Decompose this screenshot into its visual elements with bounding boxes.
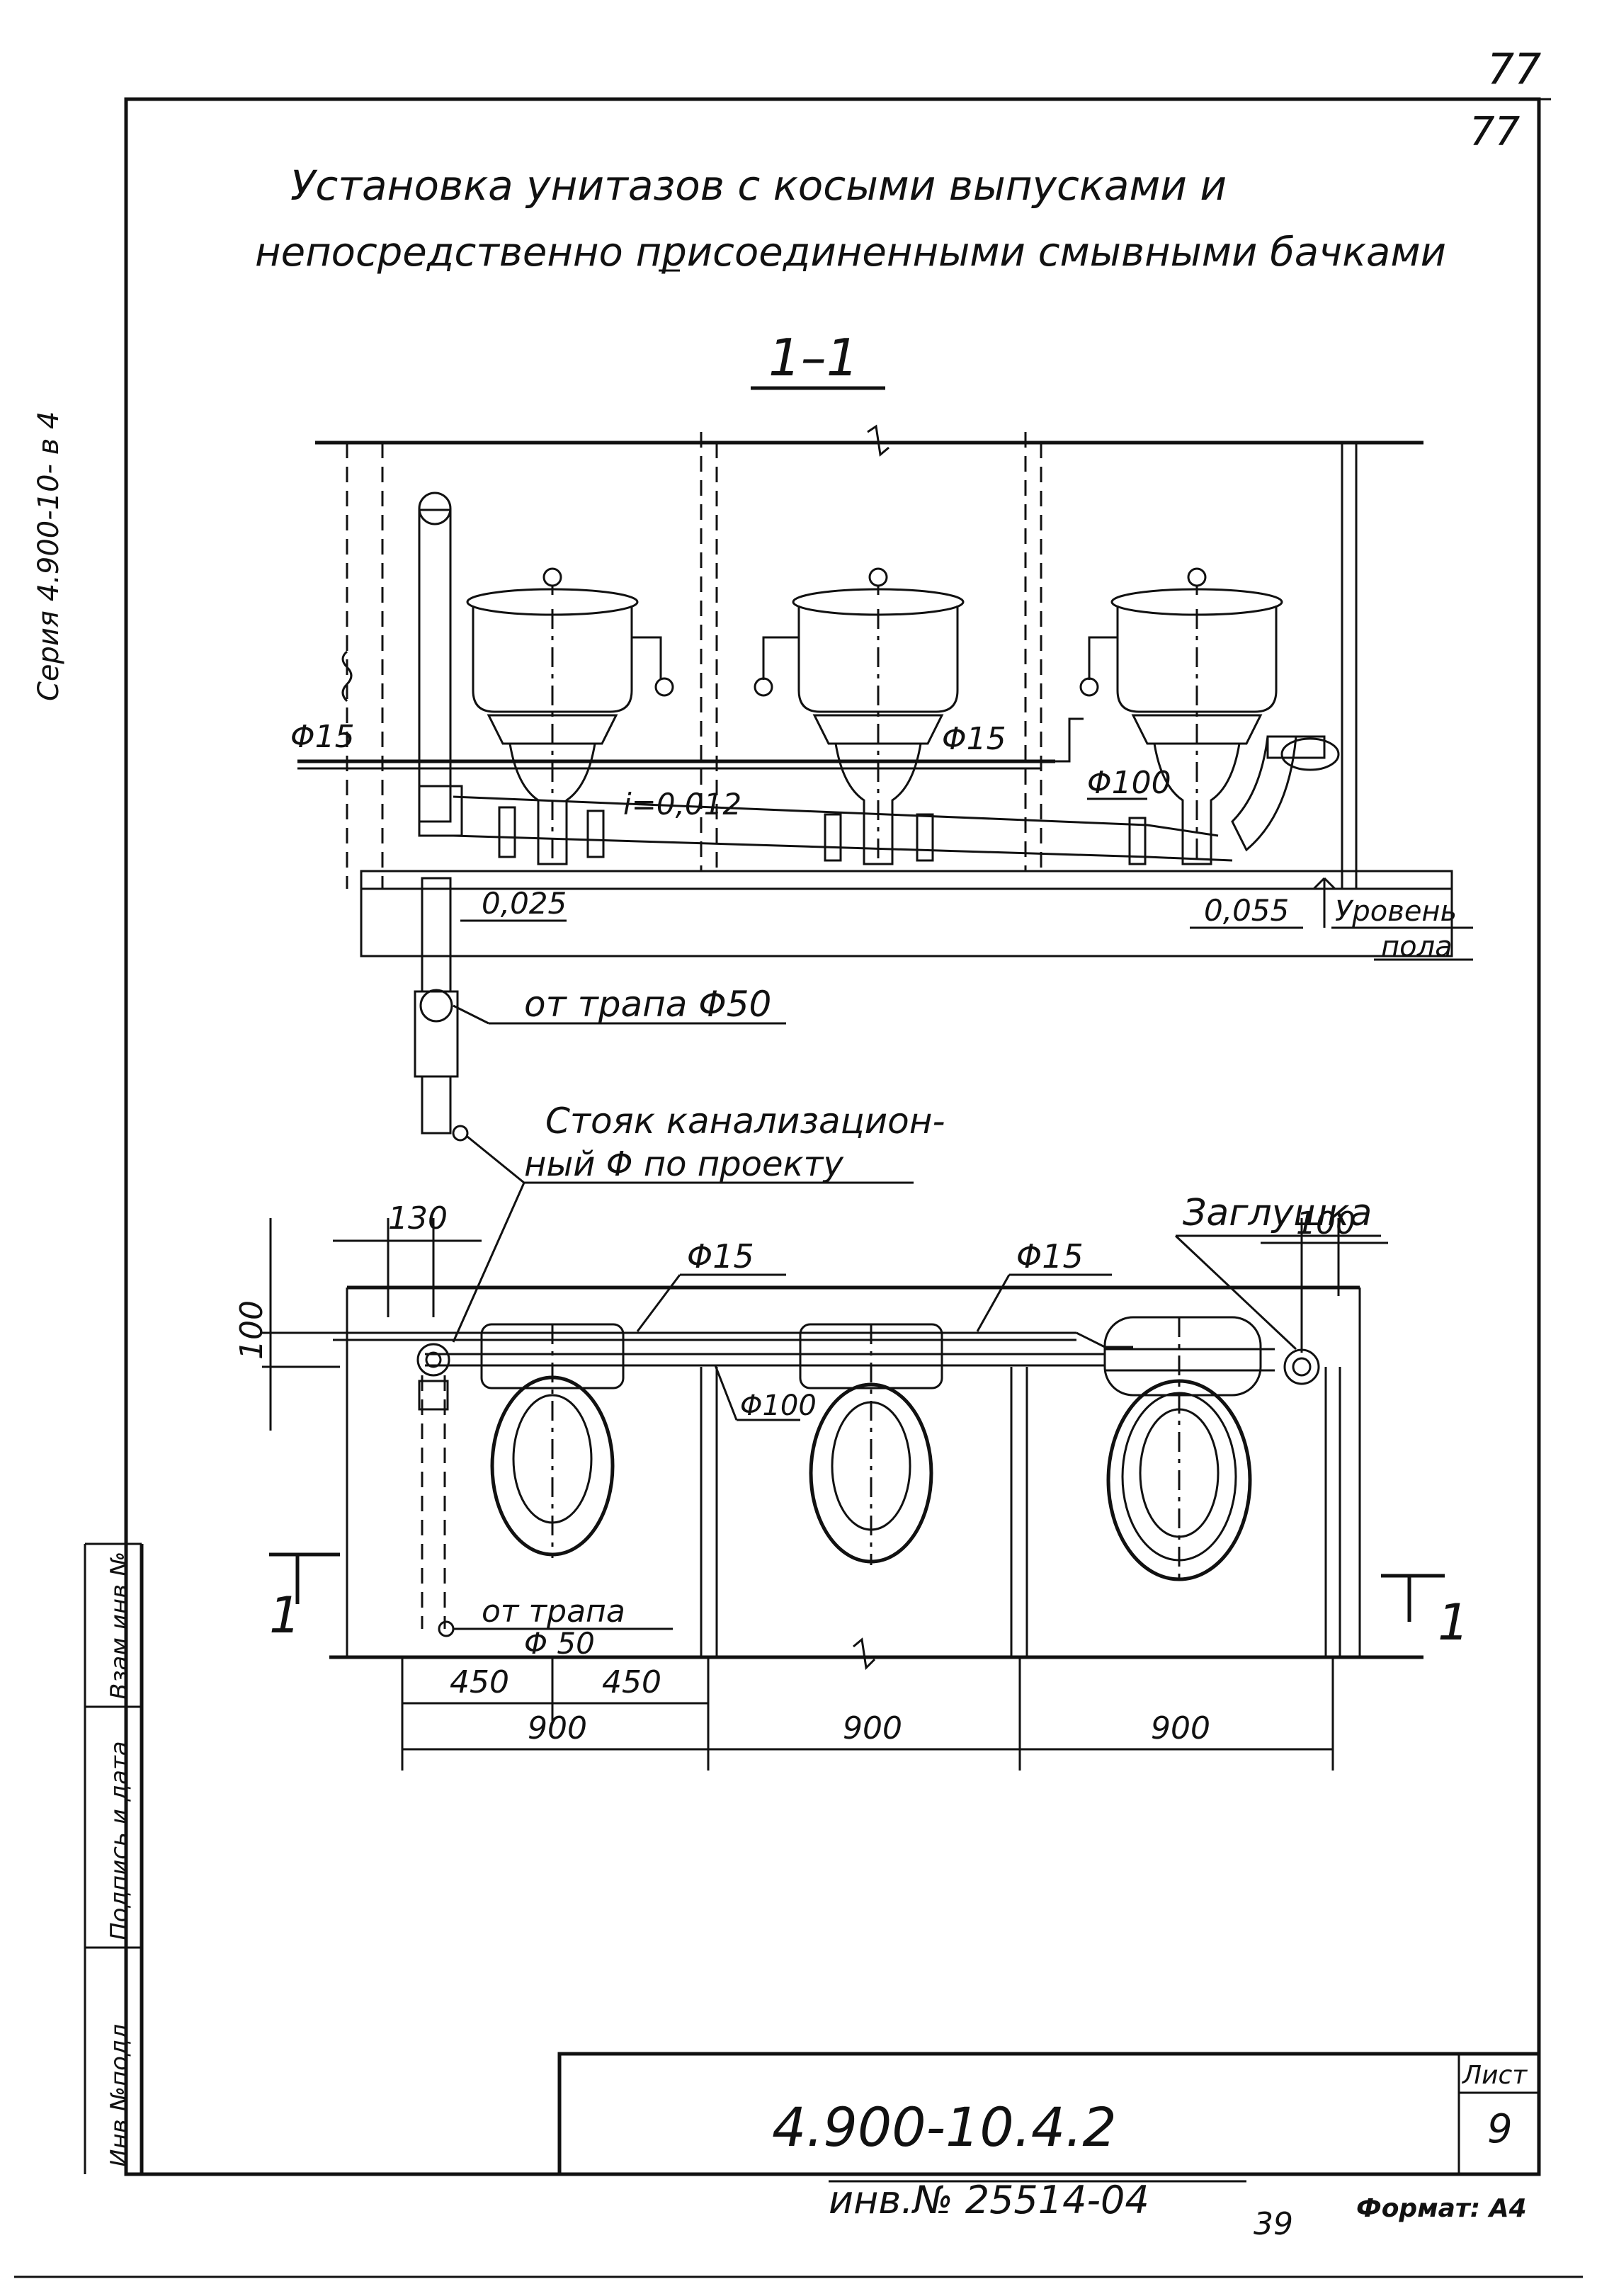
riser-line2: ный Φ по проекту: [524, 1144, 843, 1184]
section-pipe-15-mid: Φ15: [942, 721, 1006, 757]
sheet-frame: [14, 97, 1583, 2278]
plan-view: [262, 1182, 1445, 1771]
plan-dim-900-a: 900: [528, 1710, 587, 1746]
plan-pipe-15-a: Φ15: [687, 1237, 754, 1275]
section-level-left: 0,025: [482, 886, 567, 921]
sheet-number-top2: 77: [1470, 109, 1521, 155]
sheet-label: Лист: [1461, 2061, 1528, 2090]
section-pipe-100: Φ100: [1087, 765, 1171, 801]
doc-code: 4.900-10.4.2: [772, 2096, 1117, 2159]
title-line1: Установка унитазов с косыми выпусками и: [290, 161, 1227, 210]
sheet-number-top: 77: [1487, 45, 1541, 94]
side-stamp-3: Взам.инв.№: [106, 1552, 134, 1700]
section-drain: от трапа Φ50: [524, 984, 771, 1025]
inv-number: инв.№ 25514-04: [829, 2178, 1149, 2222]
plan-drain-2: Φ 50: [524, 1626, 595, 1661]
plan-dim-100-left: 100: [234, 1300, 270, 1360]
plan-dim-130: 130: [388, 1200, 448, 1237]
plan-dim-900-c: 900: [1151, 1710, 1210, 1746]
section-level-right: 0,055: [1204, 893, 1289, 928]
plan-cut-left: 1: [269, 1586, 301, 1644]
section-floor-level-2: пола: [1381, 931, 1453, 963]
section-slope: i=0,012: [623, 787, 741, 822]
plan-toilet-3: [1103, 1316, 1262, 1581]
plan-dim-100-right: 100: [1296, 1205, 1356, 1241]
side-stamp-2: Подпись и дата: [106, 1741, 134, 1940]
sheet-num: 9: [1487, 2106, 1513, 2152]
plan-dim-900-b: 900: [843, 1710, 902, 1746]
plan-dim-450-b: 450: [602, 1664, 661, 1700]
section-floor-level-1: Уровень: [1335, 895, 1457, 928]
format: Формат: А4: [1356, 2194, 1527, 2223]
section-label: 1–1: [768, 328, 859, 387]
section-view: [297, 424, 1473, 1184]
plan-toilet-2: [799, 1323, 943, 1565]
toilet-1: [466, 567, 674, 865]
section-pipe-15-left: Φ15: [290, 719, 355, 755]
title-block: [557, 2052, 1541, 2176]
plan-plug: Заглушка: [1183, 1192, 1372, 1234]
toilet-2: [754, 567, 965, 865]
plan-toilet-1: [480, 1323, 625, 1558]
plan-pipe-100: Φ100: [740, 1389, 817, 1422]
plan-pipe-15-b: Φ15: [1016, 1237, 1084, 1275]
riser-line1: Стояк канализацион-: [545, 1101, 945, 1142]
title-line2: непосредственно присоединенными смывными…: [255, 229, 1446, 275]
plan-cut-right: 1: [1438, 1593, 1470, 1652]
side-stamp-1: Инв.№подл.: [106, 2016, 134, 2167]
series-vertical: Серия 4.900-10- в 4: [33, 411, 65, 701]
plan-dim-450-a: 450: [450, 1664, 509, 1700]
toilet-3: [1079, 567, 1283, 865]
plan-drain-1: от трапа: [482, 1593, 625, 1630]
page-number: 39: [1254, 2206, 1293, 2242]
